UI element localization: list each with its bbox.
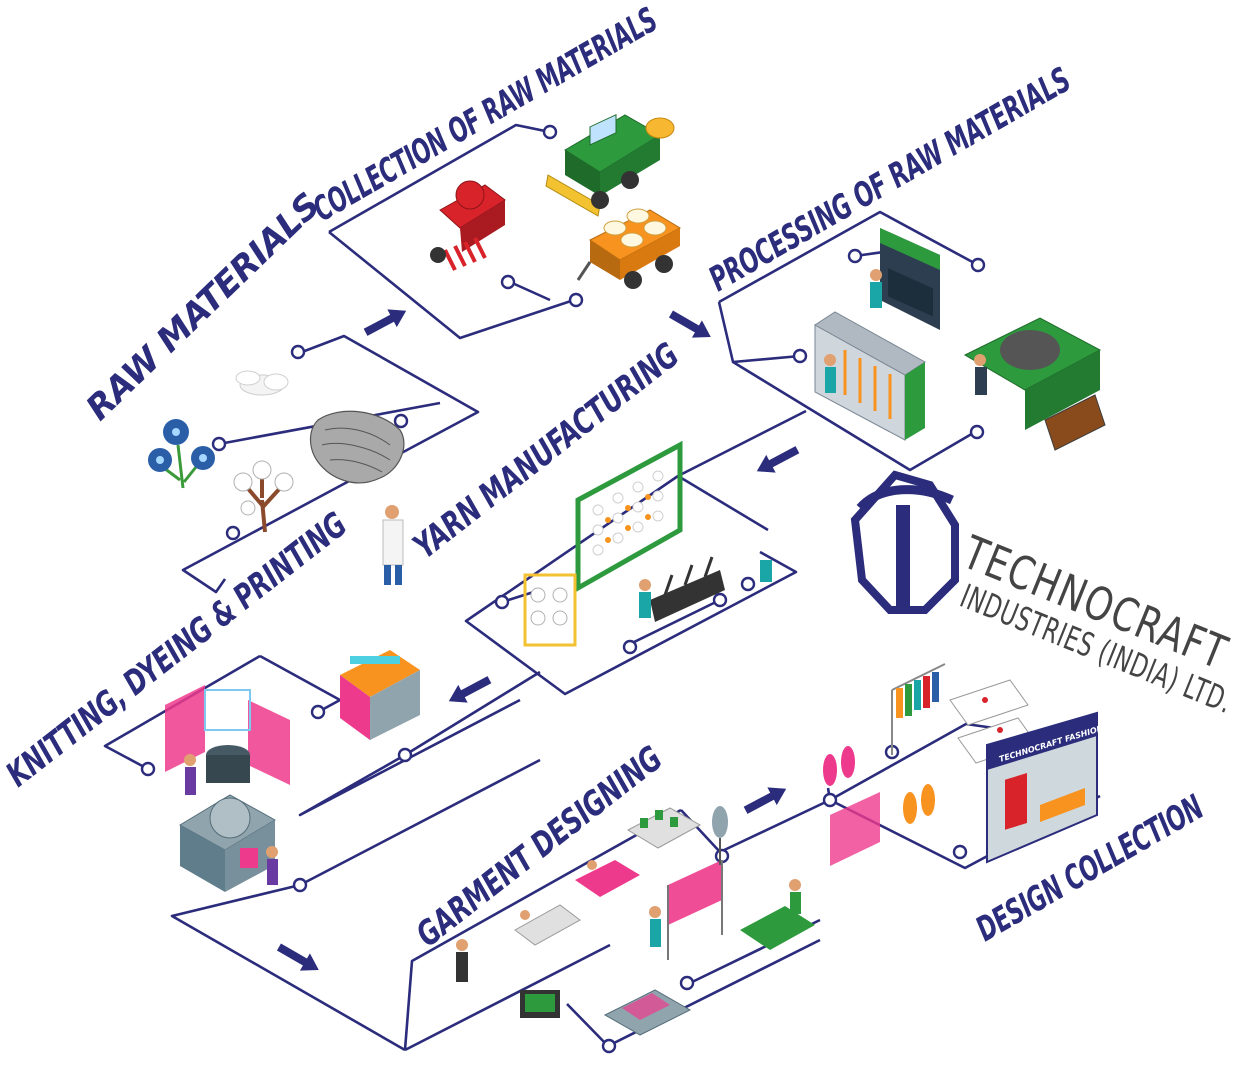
knitting-frame-bottom [299,758,541,887]
bale-trailer-icon [576,208,682,289]
processing-frame-bottom [717,301,976,472]
arrow-processing-to-yarn [756,446,800,473]
spinning-machine-icon [870,228,940,330]
cutting-table-icon [520,989,692,1036]
collection-frame-top [328,123,551,234]
carding-machine-icon [963,317,1106,451]
boutique-storefront-icon: TECHNOCRAFT FASHIONS [986,711,1110,864]
sewing-station-icon [514,860,815,950]
circular-knitting-machine-icon [165,685,290,795]
processing-frame-top [718,210,979,304]
cotton-picker-icon [430,180,506,271]
combine-harvester-icon [545,114,675,217]
lab-scientist-icon [382,505,404,585]
mannequin-icon [456,806,728,982]
jet-dyeing-machine-icon [179,794,278,892]
clothing-rack-icon [891,663,946,755]
bobbin-stand-icon [523,573,577,647]
arrow-raw-to-collection [363,309,407,336]
arrow-yarn-to-knitting [448,676,492,703]
fashion-sketch-icon [949,679,1037,764]
winding-machine-icon [639,556,772,622]
collection-frame-bottom [328,230,575,340]
garment-frame-right [680,787,832,854]
processing-branch [732,354,801,364]
arrow-knitting-to-garment [276,943,319,971]
knitting-frame-top [103,654,261,771]
arrow-collection-to-processing [668,310,711,338]
yarn-frame [464,474,798,696]
knitting-frame-mid [298,698,521,817]
stage-label-yarn: YARN MANUFACTURING [406,335,687,567]
garment-rack-icon [649,860,723,960]
raw-materials-frame [181,334,480,594]
link-processing-yarn [676,409,807,532]
design-frame-top [829,722,995,802]
roving-frame-icon [814,311,926,441]
garment-frame-bottom [566,938,821,1048]
flax-flower-icon [148,419,215,489]
mannequin-pink-icon [823,746,935,866]
technocraft-logo-icon [850,470,959,614]
link-knitting-garment [170,883,406,1052]
collection-branch [509,280,551,302]
knitting-frame-right [259,654,342,714]
link-yarn-knitting [404,670,541,757]
flow-arrows [276,309,800,971]
creel-icon [575,440,683,593]
cotton-plant-icon [233,460,294,533]
dyeing-machine-icon [340,650,420,740]
cotton-boll-icon [235,370,289,396]
stage-label-raw-materials: RAW MATERIALS [78,186,327,429]
wool-fleece-icon [309,410,405,484]
embroidery-machine-icon [626,807,702,849]
yarn-branch-2 [627,598,721,647]
arrow-garment-to-design [743,787,787,814]
